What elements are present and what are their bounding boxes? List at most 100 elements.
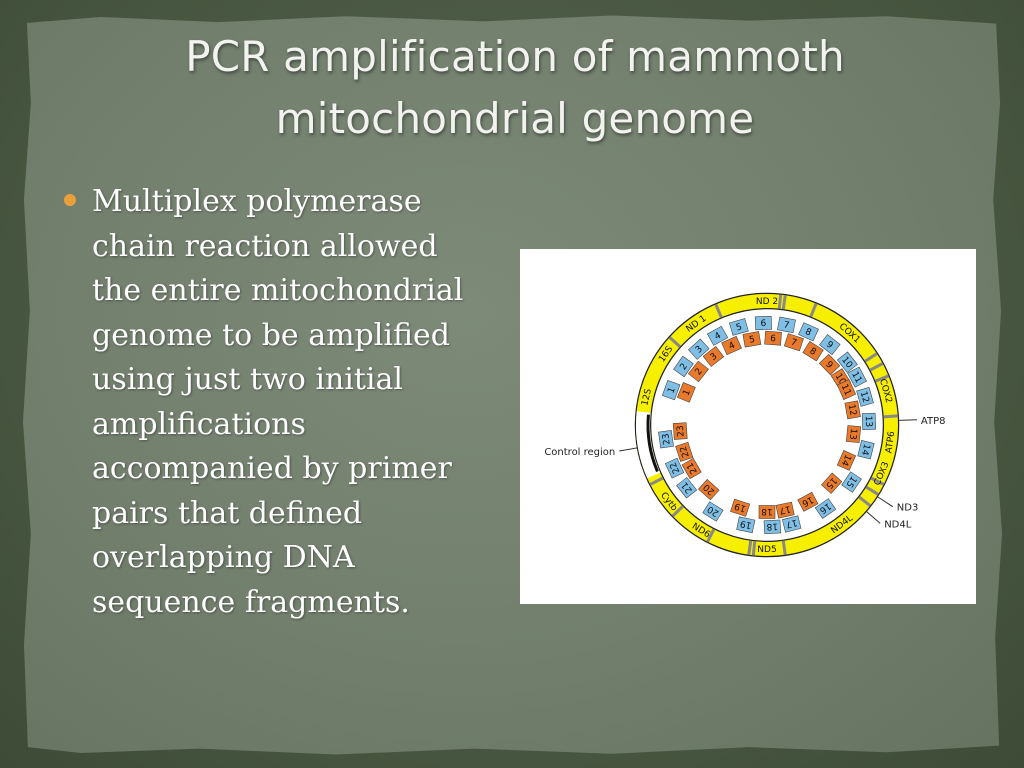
blue-fragment: 10	[836, 351, 858, 373]
trna-marker	[865, 485, 879, 496]
orange-fragment-box	[675, 441, 694, 462]
blue-fragment-number: 4	[713, 331, 723, 343]
orange-fragment: 6	[764, 330, 782, 346]
blue-fragment-box	[676, 477, 698, 499]
orange-fragment-number: 2	[694, 367, 705, 378]
orange-fragment-number: 14	[839, 453, 853, 468]
orange-fragment: 5	[742, 331, 762, 348]
trna-marker	[781, 540, 787, 555]
blue-fragment: 15	[841, 471, 862, 493]
orange-fragment-box	[821, 472, 843, 494]
blue-fragment: 6	[754, 315, 772, 331]
orange-fragment-box	[758, 505, 776, 519]
orange-fragment: 20	[698, 479, 720, 501]
trna-marker	[649, 476, 664, 486]
orange-fragment-number: 13	[847, 428, 858, 440]
blue-fragment-number: 9	[824, 340, 835, 352]
orange-fragment-box	[797, 491, 819, 512]
orange-fragment: 23	[672, 422, 688, 440]
orange-fragment-number: 21	[685, 461, 699, 476]
trna-marker	[874, 374, 890, 383]
orange-fragment-number: 4	[727, 341, 737, 353]
orange-fragment: 14	[836, 450, 857, 471]
blue-fragment-box	[798, 322, 819, 342]
trna-marker	[809, 302, 818, 318]
orange-fragment-box	[672, 422, 688, 440]
blue-fragment-number: 22	[669, 460, 683, 475]
trna-marker	[858, 495, 872, 507]
orange-fragment: 16	[797, 491, 819, 512]
blue-fragment: 1	[661, 379, 681, 401]
orange-fragment-box	[818, 353, 841, 376]
orange-fragment-box	[742, 331, 762, 348]
orange-fragment: 4	[721, 335, 742, 356]
gene-band: ND 1ND 2COX1COX2ATP6COX3ND4LND5ND6Cytb12…	[634, 292, 900, 558]
blue-fragment-box	[763, 519, 781, 535]
leader-line	[877, 496, 894, 508]
blue-fragment: 12	[856, 387, 874, 407]
blue-fragment: 5	[729, 318, 749, 336]
orange-fragment-box	[702, 345, 725, 367]
blue-fragment-box	[781, 515, 802, 533]
orange-fragment: 7	[783, 333, 804, 352]
orange-fragment-number: 6	[770, 334, 777, 344]
gene-label: 12S	[640, 388, 654, 407]
blue-fragment: 19	[736, 516, 756, 534]
orange-fragment: 13	[845, 425, 862, 444]
orange-fragment-box	[836, 450, 857, 471]
blue-fragment-number: 19	[739, 518, 753, 530]
orange-fragment: 15	[821, 472, 843, 494]
orange-fragment: 9	[818, 353, 841, 376]
control-region-arc	[636, 411, 661, 479]
blue-fragment: 18	[763, 519, 781, 535]
blue-fragment-number: 13	[863, 416, 873, 428]
blue-fragment-box	[861, 412, 877, 430]
blue-fragment-box	[847, 366, 867, 388]
blue-fragment-number: 8	[803, 327, 813, 339]
blue-fragment-box	[857, 439, 875, 460]
blue-fragment-box	[688, 338, 710, 360]
orange-fragment: 12	[844, 400, 861, 420]
orange-fragment-number: 7	[789, 338, 798, 349]
blue-fragment-number: 7	[783, 320, 791, 331]
orange-fragment-number: 1	[682, 388, 693, 397]
trna-marker	[883, 414, 898, 419]
orange-fragment-box	[698, 479, 720, 501]
trna-marker	[777, 294, 783, 309]
orange-fragment: 3	[702, 345, 725, 367]
orange-fragment-number: 5	[748, 335, 755, 346]
bullet-dot-icon	[64, 194, 76, 206]
orange-fragment-box	[730, 498, 751, 517]
orange-fragment-number: 12	[846, 404, 858, 417]
orange-fragment-number: 8	[807, 346, 817, 358]
bullet-list: Multiplex polymerase chain reaction allo…	[64, 180, 494, 625]
blue-fragment-number: 3	[694, 344, 705, 355]
blue-fragment-box	[814, 498, 837, 519]
blue-fragment-number: 5	[735, 322, 743, 333]
orange-fragment-box	[721, 335, 742, 356]
blue-fragment-box	[702, 501, 724, 522]
blue-fragment-box	[856, 387, 874, 407]
blue-fragment-box	[706, 325, 729, 346]
blue-fragment: 13	[861, 412, 877, 430]
blue-fragment-box	[661, 379, 681, 401]
blue-fragment-box	[736, 516, 756, 534]
orange-fragment: 19	[730, 498, 751, 517]
blue-fragment: 17	[781, 515, 802, 533]
blue-fragment-number: 2	[679, 362, 690, 372]
orange-fragment: 21	[681, 457, 702, 480]
blue-fragment: 9	[819, 334, 841, 356]
bullet-text: Multiplex polymerase chain reaction allo…	[92, 184, 464, 620]
blue-fragment-number: 23	[661, 433, 672, 446]
blue-fragment: 8	[798, 322, 819, 342]
leader-line	[619, 447, 638, 452]
orange-fragment-box	[681, 457, 702, 480]
bullet-item: Multiplex polymerase chain reaction allo…	[64, 180, 494, 625]
blue-fragment-box	[664, 457, 685, 479]
trna-marker	[671, 505, 684, 518]
blue-fragment: 2	[673, 355, 694, 378]
orange-fragment-number: 19	[733, 500, 747, 513]
